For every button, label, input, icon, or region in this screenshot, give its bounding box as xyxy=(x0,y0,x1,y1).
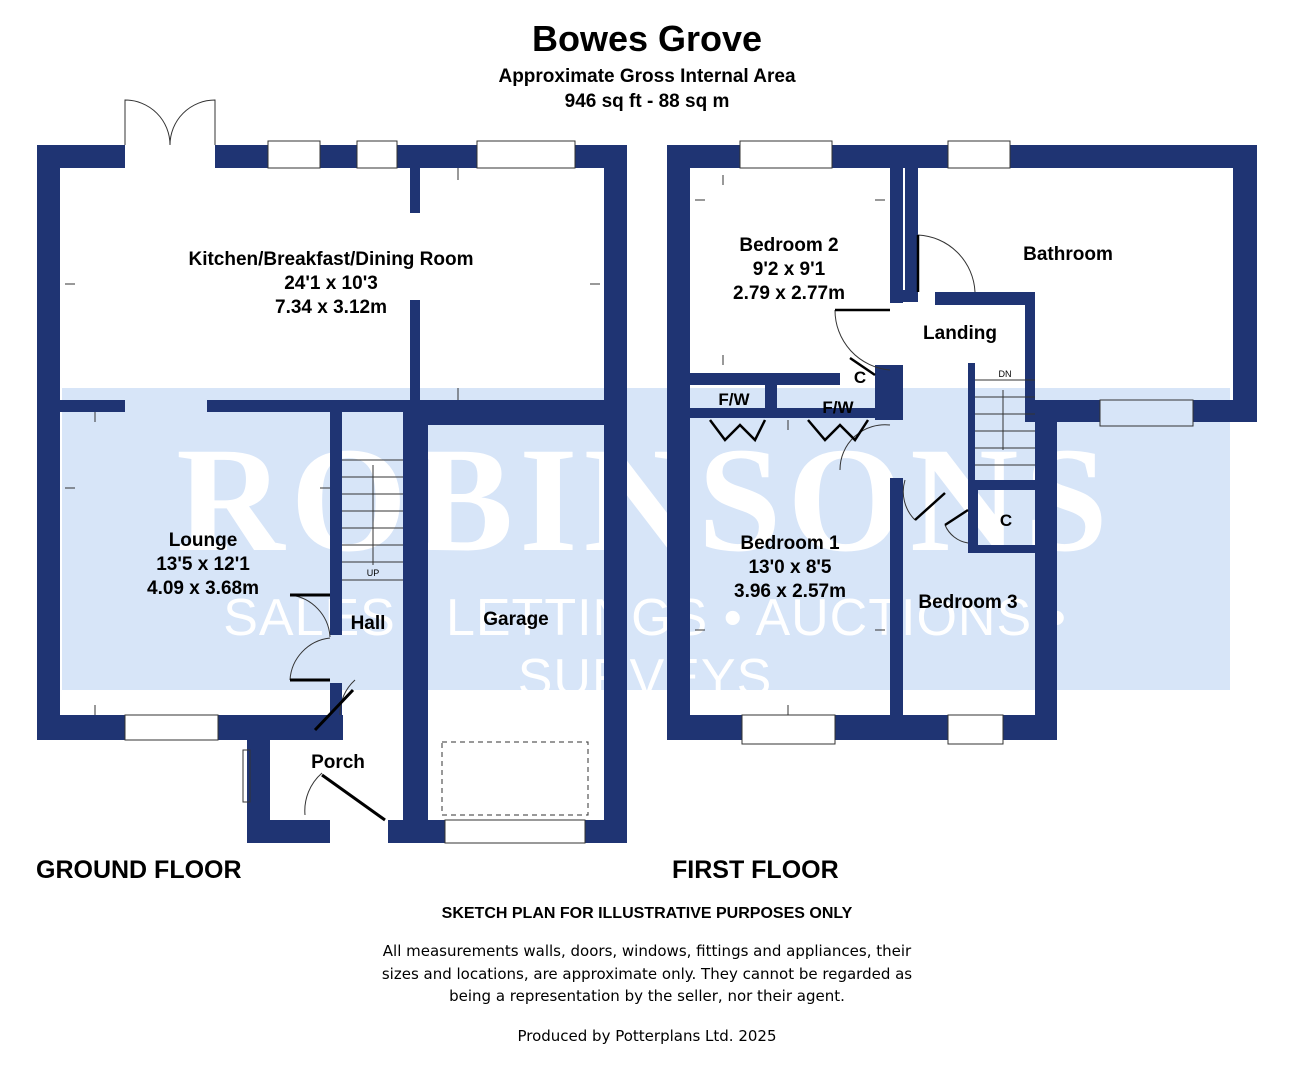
ground-floor-fixtures xyxy=(65,99,600,844)
watermark-tagline: SALES • LETTINGS • AUCTIONS • SURVEYS xyxy=(223,589,1067,707)
first-floor-walls xyxy=(667,145,1257,740)
cupboard-bedroom-3: C xyxy=(999,511,1013,530)
ground-floor-walls xyxy=(37,145,627,843)
first-floor-doors xyxy=(709,235,969,527)
ground-floor-doors xyxy=(290,593,386,822)
stairs-up-label: UP xyxy=(366,568,380,578)
room-bedroom-3: Bedroom 3 xyxy=(918,592,1018,613)
producer-credit: Produced by Potterplans Ltd. 2025 xyxy=(517,1027,777,1045)
room-hall: Hall xyxy=(350,613,386,634)
first-floor-fixtures xyxy=(695,140,1194,745)
fitted-wardrobe-1: F/W xyxy=(718,390,750,409)
fitted-wardrobe-2: F/W xyxy=(822,398,854,417)
room-bathroom: Bathroom xyxy=(1023,244,1113,265)
cupboard-landing: C xyxy=(853,368,867,387)
area-value: 946 sq ft - 88 sq m xyxy=(564,91,730,112)
disclaimer-title: SKETCH PLAN FOR ILLUSTRATIVE PURPOSES ON… xyxy=(441,905,853,922)
room-garage: Garage xyxy=(483,609,549,630)
area-subtitle: Approximate Gross Internal Area xyxy=(498,66,796,87)
stairs-down-label: DN xyxy=(998,369,1012,379)
room-landing: Landing xyxy=(923,323,997,344)
plan-title: Bowes Grove xyxy=(531,18,763,59)
room-porch: Porch xyxy=(311,752,365,773)
disclaimer-text: All measurements walls, doors, windows, … xyxy=(381,942,913,1005)
first-floor-label: FIRST FLOOR xyxy=(672,856,839,884)
ground-floor-label: GROUND FLOOR xyxy=(36,856,242,884)
